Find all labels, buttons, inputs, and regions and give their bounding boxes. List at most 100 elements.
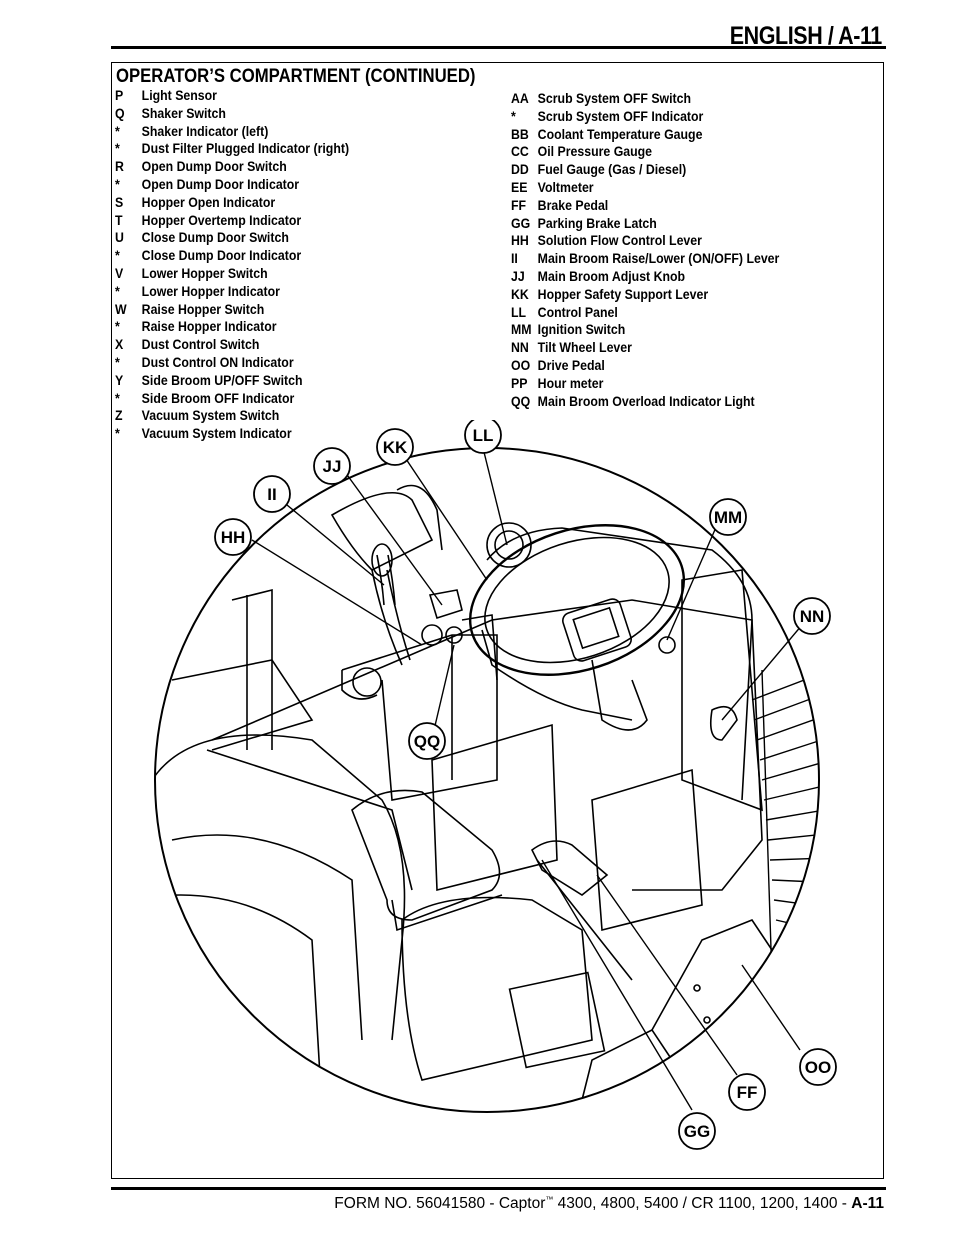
legend-code: * xyxy=(115,426,120,442)
legend-code: CC xyxy=(511,144,529,160)
page-header: ENGLISH / A-11 xyxy=(0,0,954,60)
legend-code: NN xyxy=(511,340,529,356)
floor-plate-right xyxy=(591,768,703,932)
page-title: ENGLISH / A-11 xyxy=(729,22,883,50)
callout-nn: NN xyxy=(793,597,831,635)
legend-code: * xyxy=(115,141,120,157)
legend-label: Hopper Open Indicator xyxy=(141,194,276,210)
legend-label: Oil Pressure Gauge xyxy=(537,144,653,160)
leader-qq xyxy=(433,644,455,731)
legend-label: Shaker Indicator (left) xyxy=(141,123,269,139)
leader-nn xyxy=(721,624,803,721)
legend-label: Drive Pedal xyxy=(537,357,605,373)
legend-code: MM xyxy=(511,322,532,338)
lever-ii xyxy=(376,554,396,606)
legend-label: Raise Hopper Switch xyxy=(141,301,265,317)
callout-ll: LL xyxy=(464,420,502,454)
legend-code: S xyxy=(115,194,124,210)
legend-label: Hopper Safety Support Lever xyxy=(537,286,709,302)
legend-item: *Shaker Indicator (left) xyxy=(115,123,349,141)
legend-item: * Close Dump Door Indicator xyxy=(115,247,349,265)
legend-code: II xyxy=(511,251,518,267)
lever-hh xyxy=(371,569,411,666)
legend-label: Close Dump Door Switch xyxy=(141,230,289,246)
legend-label: Shaker Switch xyxy=(141,105,226,121)
console xyxy=(341,634,498,801)
legend-label: Open Dump Door Switch xyxy=(141,159,287,175)
svg-text:FF: FF xyxy=(737,1083,758,1102)
legend-label: Lower Hopper Switch xyxy=(141,265,268,281)
leader-jj xyxy=(344,471,443,606)
svg-text:OO: OO xyxy=(805,1058,831,1077)
legend-label: Brake Pedal xyxy=(537,197,609,213)
hopper-lever-cover xyxy=(330,492,434,571)
legend-code: BB xyxy=(511,126,529,142)
leader-ii xyxy=(286,504,385,586)
legend-item: U Close Dump Door Switch xyxy=(115,229,349,247)
trademark-symbol: ™ xyxy=(545,1195,554,1204)
legend-item: *Side Broom OFF Indicator xyxy=(115,390,349,408)
ignition-switch xyxy=(658,636,676,654)
legend-code: Z xyxy=(115,408,123,424)
svg-text:NN: NN xyxy=(800,607,825,626)
legend-code: T xyxy=(115,212,123,228)
svg-text:LL: LL xyxy=(473,426,494,445)
legend-label: Control Panel xyxy=(537,304,618,320)
callout-jj: JJ xyxy=(313,447,351,485)
legend-code: JJ xyxy=(511,268,525,284)
section-title: OPERATOR’S COMPARTMENT (CONTINUED) xyxy=(116,66,476,87)
legend-label: Coolant Temperature Gauge xyxy=(537,126,703,142)
bottom-rule xyxy=(111,1187,886,1190)
legend-item: CC Oil Pressure Gauge xyxy=(511,143,779,161)
top-rule xyxy=(111,46,886,49)
legend-label: Lower Hopper Indicator xyxy=(141,283,280,299)
legend-code: U xyxy=(115,230,124,246)
legend-item: *Raise Hopper Indicator xyxy=(115,318,349,336)
svg-text:MM: MM xyxy=(714,508,742,527)
legend-code: W xyxy=(115,301,127,317)
armrest xyxy=(351,789,501,921)
legend-label: Scrub System OFF Switch xyxy=(537,91,692,106)
callout-ff: FF xyxy=(728,1073,766,1111)
legend-code: * xyxy=(511,108,516,124)
legend-code: Y xyxy=(115,372,124,388)
legend-code: GG xyxy=(511,215,531,231)
legend-item: S Hopper Open Indicator xyxy=(115,194,349,212)
callout-hh: HH xyxy=(214,518,252,556)
legend-item: LL Control Panel xyxy=(511,304,779,322)
legend-code: EE xyxy=(511,179,528,195)
leader-mm xyxy=(666,524,718,641)
legend-label: Solution Flow Control Lever xyxy=(537,233,702,249)
legend-item: *Scrub System OFF Indicator xyxy=(511,108,779,126)
legend-label: Main Broom Adjust Knob xyxy=(537,268,686,284)
legend-label: Raise Hopper Indicator xyxy=(141,319,277,335)
legend-label: Side Broom UP/OFF Switch xyxy=(141,372,303,388)
legend-label: Dust Control Switch xyxy=(141,337,260,353)
legend-code: LL xyxy=(511,304,527,320)
legend-code: * xyxy=(115,283,120,299)
content-frame xyxy=(111,62,884,1179)
legend-code: * xyxy=(115,248,120,264)
knob-jj xyxy=(428,589,463,620)
seat xyxy=(155,734,406,1041)
svg-text:HH: HH xyxy=(221,528,246,547)
legend-label: Close Dump Door Indicator xyxy=(141,248,302,264)
legend-code: * xyxy=(115,354,120,370)
legend-code: * xyxy=(115,390,120,406)
